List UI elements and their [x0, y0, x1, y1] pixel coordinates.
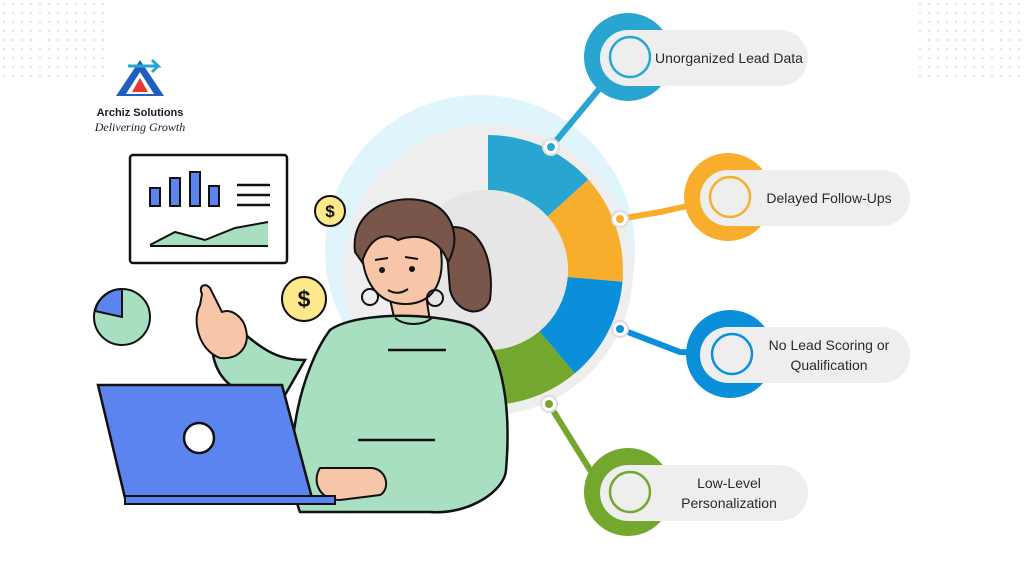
connector-dot: [616, 325, 624, 333]
segment-no-lead-scoring: [539, 276, 623, 374]
callout-ring-icon: [708, 175, 752, 219]
svg-text:$: $: [298, 286, 311, 312]
segment-unorganized-lead-data: [488, 135, 589, 217]
pie-chart-icon: [93, 287, 151, 346]
callout-label: Unorganized Lead Data: [655, 50, 803, 66]
callout-ring-icon: [608, 470, 652, 514]
woman-illustration: [195, 198, 509, 514]
chart-bar: [208, 185, 220, 207]
callout-label: Delayed Follow-Ups: [766, 190, 892, 206]
segment-delayed-follow-ups: [547, 179, 623, 282]
callout-pill: [700, 170, 910, 226]
callout-ring-icon: [710, 332, 754, 376]
callout-pill: [700, 327, 910, 383]
connector-dot: [547, 143, 555, 151]
logo: Archiz Solutions Delivering Growth: [80, 56, 200, 135]
chart-bar: [149, 187, 161, 207]
callout-label: Low-Level Personalization: [681, 475, 777, 511]
dollar-coin-icon: $: [314, 195, 346, 227]
callout-pill: [600, 465, 808, 521]
connector-dot: [545, 400, 553, 408]
dot-pattern-left: [2, 2, 105, 78]
bar-chart-icon: [128, 153, 289, 265]
svg-text:$: $: [325, 202, 335, 221]
callout-ring-icon: [608, 35, 652, 79]
laptop-icon: [96, 383, 336, 505]
dot-pattern-right: [918, 2, 1021, 78]
brand-tagline: Delivering Growth: [94, 120, 186, 134]
chart-bar: [169, 177, 181, 207]
connector-dot: [616, 215, 624, 223]
dollar-coin-icon: $: [281, 276, 327, 322]
callout-label: No Lead Scoring or Qualification: [768, 337, 890, 373]
segment-low-level-personalization: [483, 331, 575, 405]
chart-bar: [189, 171, 201, 207]
archiz-logo-icon: [116, 58, 164, 96]
callout-pill: [600, 30, 808, 86]
brand-name: Archiz Solutions: [96, 107, 184, 119]
